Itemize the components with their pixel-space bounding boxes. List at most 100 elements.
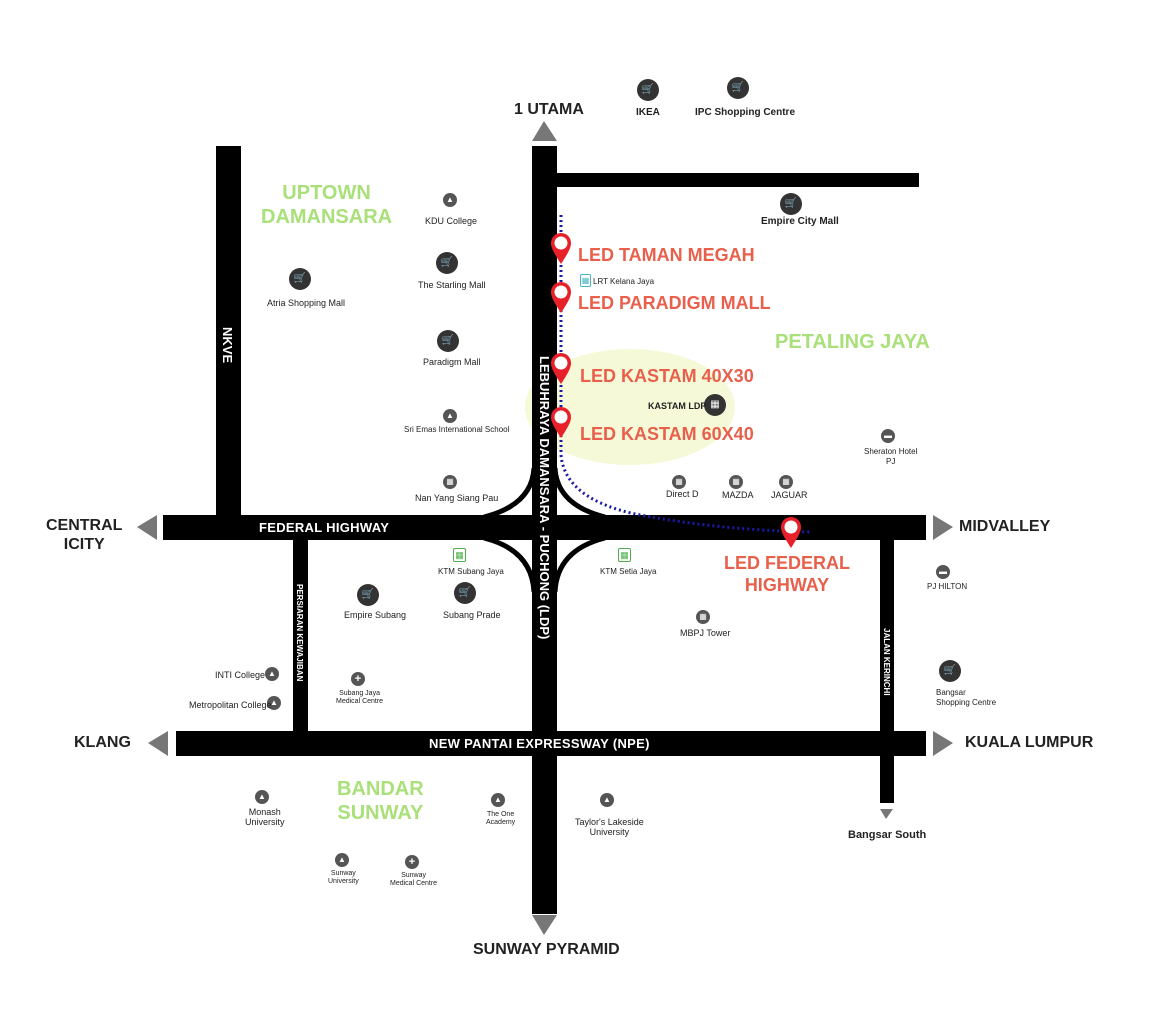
federal-highway-label: FEDERAL HIGHWAY xyxy=(259,520,390,535)
area-uptown-damansara: UPTOWN DAMANSARA xyxy=(261,182,393,228)
shopping-cart-icon: 🛒 xyxy=(454,582,476,604)
road-network xyxy=(163,146,926,914)
poi-ikea[interactable]: IKEA xyxy=(636,107,660,118)
poi-ktm-subang[interactable]: KTM Subang Jaya xyxy=(438,567,504,576)
poi-atria[interactable]: Atria Shopping Mall xyxy=(267,298,346,308)
kewajiban-road xyxy=(293,540,308,731)
poi-lrt-kelana[interactable]: LRT Kelana Jaya xyxy=(593,277,655,286)
arrow-bangsar-south xyxy=(880,809,893,819)
train-icon: ▦ xyxy=(618,548,631,562)
pin-paradigm-mall[interactable] xyxy=(550,282,572,314)
building-icon: ▦ xyxy=(729,475,743,489)
dest-midvalley: MIDVALLEY xyxy=(959,518,1051,535)
poi-mazda[interactable]: MAZDA xyxy=(722,490,754,500)
poi-empire-city[interactable]: Empire City Mall xyxy=(761,216,839,227)
poi-kastam-ldp[interactable]: KASTAM LDP xyxy=(648,401,707,411)
poi-empire-subang[interactable]: Empire Subang xyxy=(344,610,407,620)
dest-klang: KLANG xyxy=(74,734,131,751)
led-kastam-60x40-label: LED KASTAM 60X40 xyxy=(580,424,754,444)
poi-jaguar[interactable]: JAGUAR xyxy=(771,490,808,500)
poi-monash[interactable]: Monash University xyxy=(245,807,285,827)
graduation-cap-icon: ▲ xyxy=(600,793,614,807)
poi-one-academy[interactable]: The One Academy xyxy=(486,811,516,826)
poi-metropolitan[interactable]: Metropolitan College xyxy=(189,700,272,710)
poi-direct-d[interactable]: Direct D xyxy=(666,489,699,499)
bed-icon: ▬ xyxy=(881,429,895,443)
pin-federal-highway[interactable] xyxy=(780,517,802,549)
shopping-cart-icon: 🛒 xyxy=(637,79,659,101)
graduation-cap-icon: ▲ xyxy=(491,793,505,807)
poi-kdu[interactable]: KDU College xyxy=(425,216,478,226)
poi-starling[interactable]: The Starling Mall xyxy=(418,280,486,290)
kerinchi-label: JALAN KERINCHI xyxy=(882,628,891,696)
building-icon: ▦ xyxy=(443,475,457,489)
poi-sunway-uni[interactable]: Sunway University xyxy=(328,870,359,885)
poi-subang-parade[interactable]: Subang Prade xyxy=(443,610,501,620)
shopping-cart-icon: 🛒 xyxy=(780,193,802,215)
poi-paradigm[interactable]: Paradigm Mall xyxy=(423,357,481,367)
arrow-east-npe xyxy=(933,731,953,756)
shopping-cart-icon: 🛒 xyxy=(939,660,961,682)
building-icon: ▦ xyxy=(779,475,793,489)
led-taman-megah-label: LED TAMAN MEGAH xyxy=(578,245,755,265)
nkve-label: NKVE xyxy=(220,327,235,364)
poi-inti[interactable]: INTI College xyxy=(215,670,266,680)
arrow-south xyxy=(532,915,557,935)
poi-sunway-med[interactable]: Sunway Medical Centre xyxy=(390,872,438,887)
kastam-highlight-area xyxy=(525,349,735,465)
dest-sunway-pyramid: SUNWAY PYRAMID xyxy=(473,941,620,958)
train-icon: ▦ xyxy=(453,548,466,562)
poi-sjmc[interactable]: Subang Jaya Medical Centre xyxy=(336,690,384,705)
poi-mbpj[interactable]: MBPJ Tower xyxy=(680,628,731,638)
poi-ipc[interactable]: IPC Shopping Centre xyxy=(695,107,795,118)
poi-taylors[interactable]: Taylor's Lakeside University xyxy=(575,817,644,837)
kewajiban-label: PERSIARAN KEWAJIBAN xyxy=(295,584,304,682)
arrow-east-federal xyxy=(933,515,953,540)
pin-kastam-40x30[interactable] xyxy=(550,353,572,385)
graduation-cap-icon: ▲ xyxy=(267,696,281,710)
led-paradigm-mall-label: LED PARADIGM MALL xyxy=(578,293,771,313)
led-kastam-40x30-label: LED KASTAM 40X30 xyxy=(580,366,754,386)
top-road xyxy=(557,173,919,187)
npe-label: NEW PANTAI EXPRESSWAY (NPE) xyxy=(429,736,650,751)
kerinchi-road xyxy=(880,540,894,803)
graduation-cap-icon: ▲ xyxy=(443,409,457,423)
area-bandar-sunway: BANDAR SUNWAY xyxy=(337,778,424,824)
shopping-cart-icon: 🛒 xyxy=(437,330,459,352)
poi-sri-emas[interactable]: Sri Emas International School xyxy=(404,425,510,434)
direction-arrows xyxy=(137,121,953,935)
pin-taman-megah[interactable] xyxy=(550,233,572,265)
arrow-north xyxy=(532,121,557,141)
graduation-cap-icon: ▲ xyxy=(443,193,457,207)
graduation-cap-icon: ▲ xyxy=(265,667,279,681)
shopping-cart-icon: 🛒 xyxy=(357,584,379,606)
dest-1-utama: 1 UTAMA xyxy=(514,101,584,118)
shopping-cart-icon: 🛒 xyxy=(289,268,311,290)
building-icon: ▦ xyxy=(696,610,710,624)
led-federal-highway-label: LED FEDERAL HIGHWAY xyxy=(724,553,850,595)
bed-icon: ▬ xyxy=(936,565,950,579)
poi-bangsar-sc[interactable]: Bangsar Shopping Centre xyxy=(936,688,997,707)
dest-central-icity: CENTRAL ICITY xyxy=(46,517,123,553)
shopping-cart-icon: 🛒 xyxy=(436,252,458,274)
arrow-west-npe xyxy=(148,731,168,756)
lrt-route-line xyxy=(559,215,811,534)
poi-ktm-setia[interactable]: KTM Setia Jaya xyxy=(600,567,657,576)
npe-road xyxy=(176,731,926,756)
poi-sheraton[interactable]: Sheraton Hotel PJ xyxy=(864,447,918,466)
interchange-ramps xyxy=(483,467,606,593)
graduation-cap-icon: ▲ xyxy=(335,853,349,867)
poi-nan-yang[interactable]: Nan Yang Siang Pau xyxy=(415,493,499,503)
poi-pj-hilton[interactable]: PJ HILTON xyxy=(927,582,968,591)
graduation-cap-icon: ▲ xyxy=(255,790,269,804)
pin-kastam-60x40[interactable] xyxy=(550,407,572,439)
building-icon: ▦ xyxy=(704,394,726,416)
arrow-west-federal xyxy=(137,515,157,540)
shopping-cart-icon: 🛒 xyxy=(727,77,749,99)
dest-kuala-lumpur: KUALA LUMPUR xyxy=(965,734,1094,751)
dest-bangsar-south: Bangsar South xyxy=(848,829,927,841)
medical-cross-icon: + xyxy=(351,672,365,686)
area-petaling-jaya: PETALING JAYA xyxy=(775,331,930,353)
train-icon: ▦ xyxy=(580,274,591,287)
